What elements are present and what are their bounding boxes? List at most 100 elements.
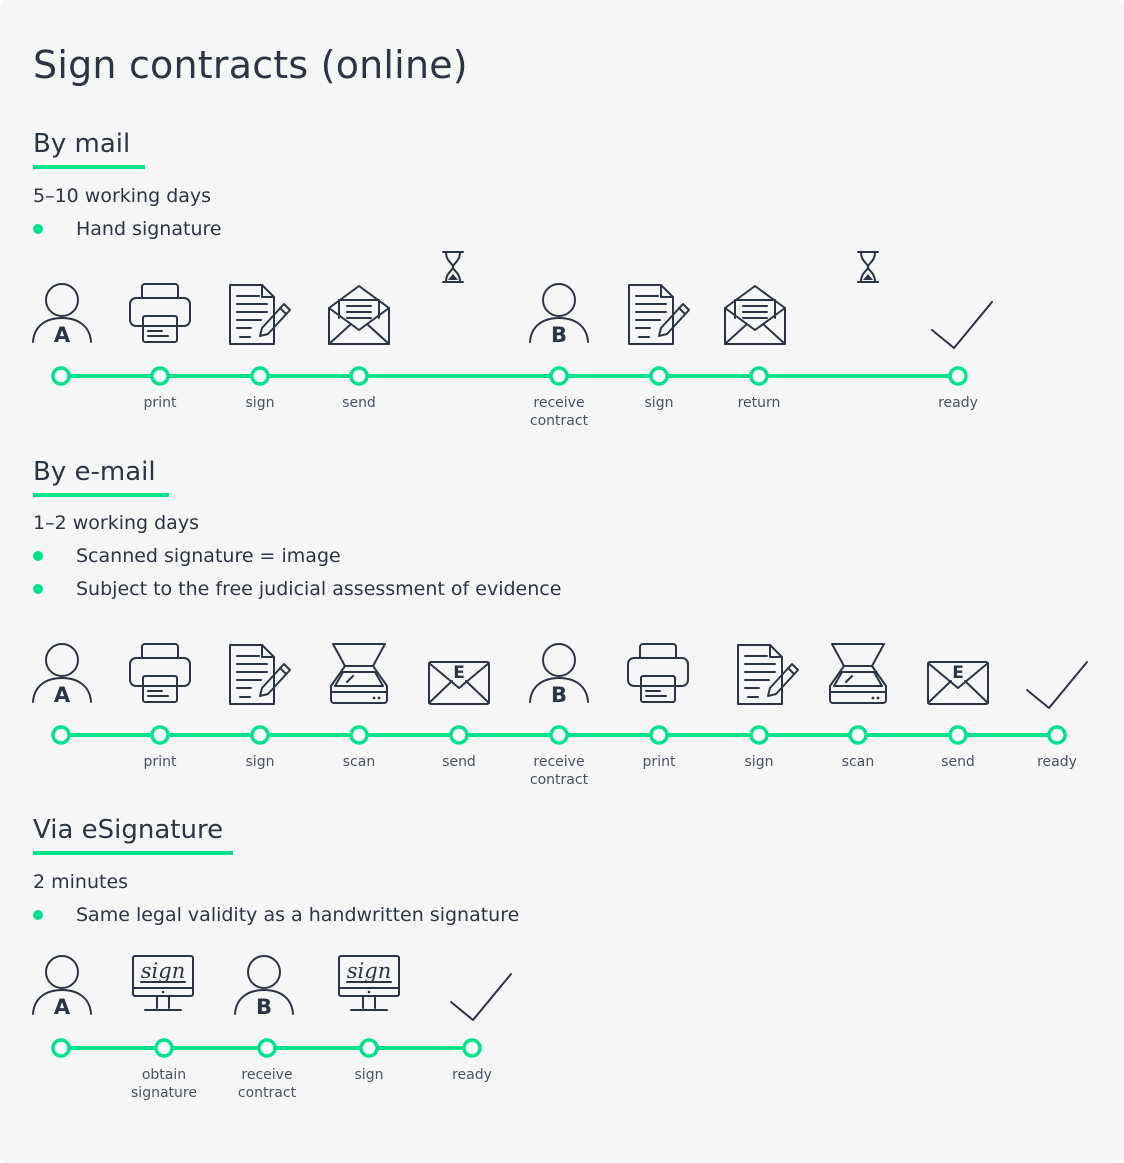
- person-letter: B: [256, 995, 272, 1019]
- scanner-icon: [829, 643, 887, 704]
- bullet-text: Subject to the free judicial assessment …: [76, 578, 562, 600]
- printer-icon: [129, 643, 191, 703]
- step-label: print: [143, 395, 177, 411]
- hourglass-icon: [442, 251, 464, 283]
- timeline-node: [359, 1038, 379, 1058]
- email-letter: E: [453, 663, 465, 683]
- page-title: Sign contracts (online): [33, 43, 468, 87]
- person-letter: A: [54, 323, 71, 347]
- person-a-icon: A: [32, 283, 92, 347]
- section-heading: By mail: [33, 129, 131, 159]
- person-a-icon: A: [32, 643, 92, 707]
- document-sign-icon: [229, 284, 291, 345]
- timeline-node: [349, 366, 369, 386]
- mail-envelope-icon: [328, 285, 390, 345]
- step-label: send: [342, 395, 376, 411]
- step-label: ready: [452, 1067, 492, 1083]
- hourglass-icon: [857, 251, 879, 283]
- checkmark-icon: [1026, 661, 1088, 709]
- timeline-node: [462, 1038, 482, 1058]
- timeline-node: [549, 725, 569, 745]
- step-label: scan: [841, 754, 875, 770]
- section-heading: By e-mail: [33, 457, 156, 487]
- step-label: print: [642, 754, 676, 770]
- section-heading: Via eSignature: [33, 815, 224, 845]
- timeline-node: [150, 366, 170, 386]
- document-sign-icon: [737, 644, 799, 705]
- section-heading-underline: [33, 851, 233, 855]
- section-heading-underline: [33, 493, 169, 497]
- timeline-node: [51, 1038, 71, 1058]
- email-letter: E: [952, 663, 964, 683]
- timeline-node: [1047, 725, 1067, 745]
- person-b-icon: B: [529, 643, 589, 707]
- email-envelope-icon: E: [428, 661, 490, 705]
- timeline-node: [948, 725, 968, 745]
- timeline-node: [250, 725, 270, 745]
- timeline-node: [449, 725, 469, 745]
- timeline-node: [51, 366, 71, 386]
- timeline-node: [154, 1038, 174, 1058]
- timeline-node: [749, 366, 769, 386]
- timeline-node: [649, 725, 669, 745]
- timeline-node: [848, 725, 868, 745]
- monitor-sign-icon: sign: [338, 955, 400, 1011]
- mail-envelope-icon: [724, 285, 786, 345]
- step-label: sign: [644, 395, 674, 411]
- step-label: ready: [1037, 754, 1077, 770]
- step-label: receive contract: [529, 395, 589, 429]
- person-a-icon: A: [32, 955, 92, 1019]
- step-label: sign: [744, 754, 774, 770]
- timeline-node: [51, 725, 71, 745]
- email-envelope-icon: E: [927, 661, 989, 705]
- checkmark-icon: [931, 301, 993, 349]
- person-letter: B: [551, 323, 567, 347]
- section-duration: 1–2 working days: [33, 512, 199, 534]
- bullet-dot: [33, 224, 43, 234]
- document-sign-icon: [628, 284, 690, 345]
- document-sign-icon: [229, 644, 291, 705]
- section-duration: 2 minutes: [33, 871, 129, 893]
- step-label: receive contract: [529, 754, 589, 788]
- monitor-sign-icon: sign: [132, 955, 194, 1011]
- step-label: scan: [342, 754, 376, 770]
- scanner-icon: [330, 643, 388, 704]
- timeline-node: [948, 366, 968, 386]
- step-label: ready: [938, 395, 978, 411]
- bullet-text: Hand signature: [76, 218, 222, 240]
- step-label: sign: [354, 1067, 384, 1083]
- person-letter: A: [54, 683, 71, 707]
- step-label: sign: [245, 754, 275, 770]
- step-label: receive contract: [237, 1067, 297, 1101]
- monitor-sign-text: sign: [347, 959, 391, 983]
- step-label: send: [442, 754, 476, 770]
- section-duration: 5–10 working days: [33, 185, 212, 207]
- timeline-node: [150, 725, 170, 745]
- printer-icon: [129, 283, 191, 343]
- timeline-node: [257, 1038, 277, 1058]
- step-label: print: [143, 754, 177, 770]
- person-b-icon: B: [234, 955, 294, 1019]
- bullet-dot: [33, 551, 43, 561]
- monitor-sign-text: sign: [141, 959, 185, 983]
- timeline-node: [349, 725, 369, 745]
- bullet-text: Scanned signature = image: [76, 545, 341, 567]
- step-label: obtain signature: [131, 1067, 197, 1101]
- step-label: sign: [245, 395, 275, 411]
- person-b-icon: B: [529, 283, 589, 347]
- printer-icon: [627, 643, 689, 703]
- step-label: return: [737, 395, 781, 411]
- bullet-dot: [33, 584, 43, 594]
- checkmark-icon: [450, 973, 512, 1021]
- timeline-node: [250, 366, 270, 386]
- timeline-node: [549, 366, 569, 386]
- timeline-node: [649, 366, 669, 386]
- step-label: send: [941, 754, 975, 770]
- person-letter: B: [551, 683, 567, 707]
- timeline-node: [749, 725, 769, 745]
- section-heading-underline: [33, 165, 145, 169]
